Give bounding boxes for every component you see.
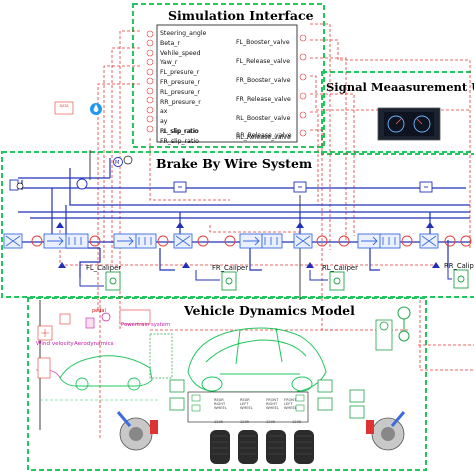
simulation-block (146, 24, 307, 143)
sim-input-label: FR_slip_ratio (160, 137, 199, 145)
green-sensor-icon-2 (398, 330, 410, 342)
driver-block (149, 333, 173, 379)
motor-icon (113, 157, 123, 167)
sim-output-label: RR_Release_valve (236, 132, 292, 139)
sim-input-label: Vehile_speed (160, 49, 201, 57)
sim-port-markers (146, 30, 307, 137)
tyre-icon-4 (294, 430, 314, 464)
brake-by-wire-title: Brake By Wire System (156, 156, 313, 171)
wheel-number: 1205 (214, 420, 224, 424)
sim-output-label: FL_Booster_valve (236, 39, 290, 46)
sim-input-label: RR_presure_r (160, 98, 201, 106)
suspension-left (116, 411, 158, 451)
suspension-right (366, 411, 406, 451)
rl-caliper-label: RL_Caliper (322, 264, 358, 272)
pump-icon (76, 178, 88, 190)
wind-velocity-label: Wind velocity (36, 341, 74, 347)
red-block (59, 313, 71, 325)
svg-text:M: M (115, 160, 119, 166)
wheel-caption: FRONT LEFT WHEEL (284, 398, 297, 410)
sim-input-label: RL_slip_ratio (160, 128, 199, 135)
wheel-sensor-ports (191, 394, 305, 412)
sim-input-label: Yaw_r (160, 59, 178, 67)
sim-input-label: ay (160, 118, 168, 126)
signal-measurement-boundary (321, 71, 474, 155)
section-boundaries (1, 3, 474, 471)
sim-output-label: FL_Release_valve (236, 58, 291, 65)
simulation-interface-title: Simulation Interface (168, 8, 314, 23)
tyres (210, 430, 314, 464)
pump-units (9, 157, 433, 193)
tyre-icon-3 (266, 430, 286, 464)
rr-caliper-label: RR_Caliper (444, 262, 474, 270)
hydraulic-lines (18, 158, 470, 278)
sports-car-icon (59, 355, 153, 387)
powertrain-block (119, 309, 151, 325)
data-source-block (54, 101, 74, 115)
wheel-caption: REAR LEFT WHEEL (240, 398, 253, 410)
wheel-number: 1205 (292, 420, 302, 424)
vehicle-dynamics (35, 306, 411, 464)
sim-input-label: FL_slip_ratio (160, 127, 199, 135)
valve-group-fr (113, 233, 209, 249)
simulation-interface-boundary (132, 3, 325, 148)
signal-wires (39, 23, 474, 440)
pink-plot-block (85, 317, 95, 329)
brake-by-wire-boundary (1, 151, 474, 298)
sim-output-label: RL_Booster_valve (236, 115, 291, 122)
sim-output-ports: FL_Booster_valve FL_Release_valve FR_Boo… (236, 33, 291, 147)
green-modules (169, 319, 393, 419)
wheel-sensor-panel (187, 391, 309, 423)
valve-group-fl (3, 233, 101, 249)
sim-input-label: Steering_angle (160, 30, 207, 37)
pedal-sensors (16, 155, 133, 190)
pedal-label: pedal (92, 308, 106, 314)
fr-caliper-label: FR_Caliper (212, 264, 249, 272)
caliper-stems (79, 268, 452, 287)
vehicle-dynamics-boundary (27, 297, 427, 471)
signal-measurement-title: Signal Meaasurement Uni (326, 80, 474, 94)
reservoir-icon (9, 179, 19, 191)
caliper-icons (105, 269, 469, 291)
wheel-caption: FRONT RIGHT WHEEL (266, 398, 279, 410)
sim-input-ports: Steering_angle Beta_r Vehile_speed Yaw_r… (160, 29, 206, 147)
wind-sensor-block (37, 357, 51, 379)
svg-text:DATA: DATA (59, 104, 69, 108)
aerodynamics-label: Aerodynamics (74, 341, 114, 347)
sim-input-label: FL_presure_r (160, 69, 200, 77)
sim-input-label: FR_presure_r (160, 78, 201, 86)
car-wireframe (187, 327, 327, 393)
dashboard-unit (377, 107, 441, 141)
valve-group-rr (357, 233, 472, 249)
wheel-number: 1205 (266, 420, 276, 424)
check-valves (56, 222, 440, 268)
powertrain-label: Powertrain system (121, 322, 171, 328)
sim-input-label: Beta_r (160, 39, 180, 47)
simulation-interface-block (156, 24, 298, 143)
sim-output-label: FR_Booster_valve (236, 77, 291, 84)
wheel-caption: REAR RIGHT WHEEL (214, 398, 227, 410)
green-sensor-icon (397, 306, 411, 320)
tachometer-icon (413, 115, 431, 133)
tyre-icon (210, 430, 230, 464)
sim-output-label: RL_Release_valve (236, 134, 291, 141)
sim-output-ports-extra: RR_Release_valve (236, 131, 292, 141)
valve-groups (3, 233, 472, 249)
valve-group-rl (224, 233, 350, 249)
speedometer-icon (387, 115, 405, 133)
sim-output-label: FR_Release_valve (236, 96, 291, 103)
sim-input-label: ax (160, 108, 168, 116)
wheel-number: 1205 (240, 420, 250, 424)
fl-caliper-label: FL_Caliper (86, 264, 122, 272)
vehicle-dynamics-title: Vehicle Dynamics Model (184, 303, 355, 318)
sim-input-ports-extra: RL_slip_ratio (160, 127, 199, 137)
left-source-blocks: DATA (54, 101, 102, 115)
tyre-icon-2 (238, 430, 258, 464)
sim-input-label: RL_presure_r (160, 88, 200, 96)
